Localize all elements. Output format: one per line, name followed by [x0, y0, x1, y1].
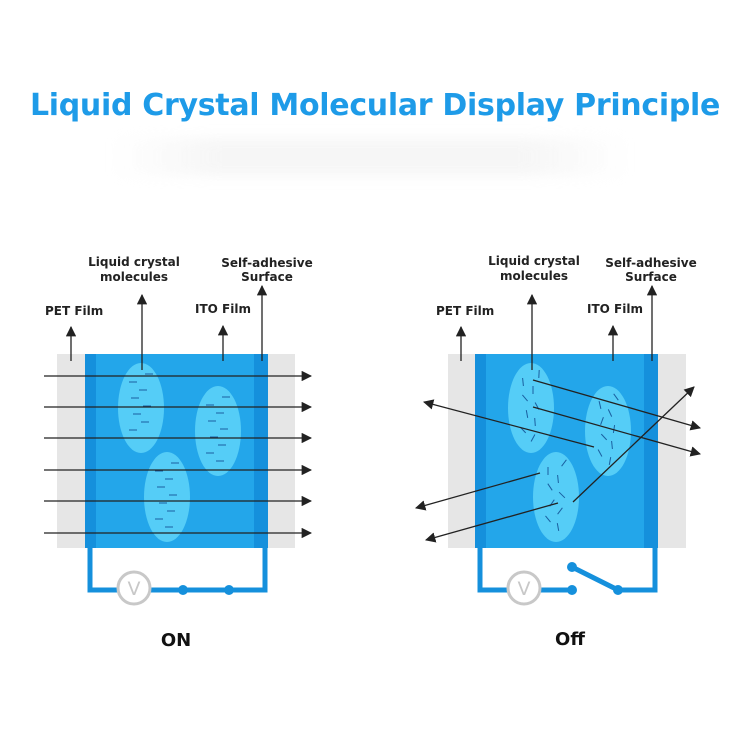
- aligned-molecules: [129, 373, 230, 528]
- light-rays-straight: [44, 370, 313, 539]
- molecule-droplet: [195, 386, 241, 476]
- molecule-dash: [522, 394, 528, 402]
- molecule-dash: [525, 410, 529, 418]
- state-label-off: Off: [555, 629, 585, 650]
- molecule-dash: [561, 459, 567, 467]
- self-adhesive-label-line1: Self-adhesive: [605, 256, 696, 270]
- molecule-dash: [534, 417, 536, 427]
- molecule-dash: [600, 433, 608, 441]
- molecule-droplet: [533, 452, 579, 542]
- molecule-droplet: [585, 386, 631, 476]
- molecule-droplets: [508, 363, 631, 542]
- switch-terminal: [613, 585, 623, 595]
- pet-film-label: PET Film: [436, 304, 494, 318]
- liquid-crystal-label-line2: molecules: [500, 269, 568, 283]
- molecule-dash: [530, 434, 536, 442]
- pointer-arrows: [65, 284, 268, 370]
- molecule-dash: [558, 491, 566, 499]
- self-adhesive-label-line1: Self-adhesive: [221, 256, 312, 270]
- molecule-droplets: [118, 363, 241, 542]
- molecule-dash: [597, 449, 603, 457]
- molecule-dash: [613, 393, 619, 401]
- self-adhesive-label-line2: Surface: [625, 270, 677, 284]
- molecule-dash: [607, 409, 613, 417]
- circuit-wire: V: [87, 548, 268, 606]
- ito-film-label: ITO Film: [195, 302, 251, 316]
- switch-terminal: [567, 585, 577, 595]
- panel-off: PET Film Liquid crystal molecules ITO Fi…: [414, 254, 702, 650]
- voltmeter-symbol: V: [518, 578, 531, 600]
- switch-terminal: [567, 562, 577, 572]
- pointer-arrows: [455, 284, 658, 370]
- open-switch-lever: [569, 564, 621, 593]
- switch-terminal: [178, 585, 188, 595]
- self-adhesive-label-line2: Surface: [241, 270, 293, 284]
- ito-film-label: ITO Film: [587, 302, 643, 316]
- molecule-dash: [557, 474, 559, 484]
- circuit-wire: V: [477, 548, 658, 606]
- molecule-droplet: [144, 452, 190, 542]
- liquid-crystal-label-line1: Liquid crystal: [88, 255, 180, 269]
- liquid-crystal-label-line2: molecules: [100, 270, 168, 284]
- molecule-dash: [547, 483, 553, 491]
- molecule-droplet: [508, 363, 554, 453]
- molecule-dash: [556, 523, 560, 531]
- pet-film-label: PET Film: [45, 304, 103, 318]
- voltmeter-symbol: V: [128, 578, 141, 600]
- faded-subtitle-band: [110, 138, 630, 176]
- molecule-dash: [598, 400, 602, 410]
- switch-terminal: [224, 585, 234, 595]
- light-rays-scattered: [414, 379, 702, 543]
- molecule-dash: [522, 377, 524, 387]
- random-molecules: [519, 369, 619, 531]
- diagram-title: Liquid Crystal Molecular Display Princip…: [29, 88, 721, 123]
- molecule-dash: [611, 440, 613, 450]
- panel-on: PET Film Liquid crystal molecules ITO Fi…: [44, 255, 313, 651]
- voltmeter-icon: [506, 570, 542, 606]
- state-label-on: ON: [161, 630, 191, 651]
- liquid-crystal-label-line1: Liquid crystal: [488, 254, 580, 268]
- voltmeter-icon: [116, 570, 152, 606]
- molecule-dash: [608, 457, 612, 465]
- molecule-dash: [612, 425, 616, 433]
- molecule-dash: [600, 417, 604, 425]
- molecule-dash: [545, 515, 551, 523]
- molecule-dash: [557, 507, 563, 515]
